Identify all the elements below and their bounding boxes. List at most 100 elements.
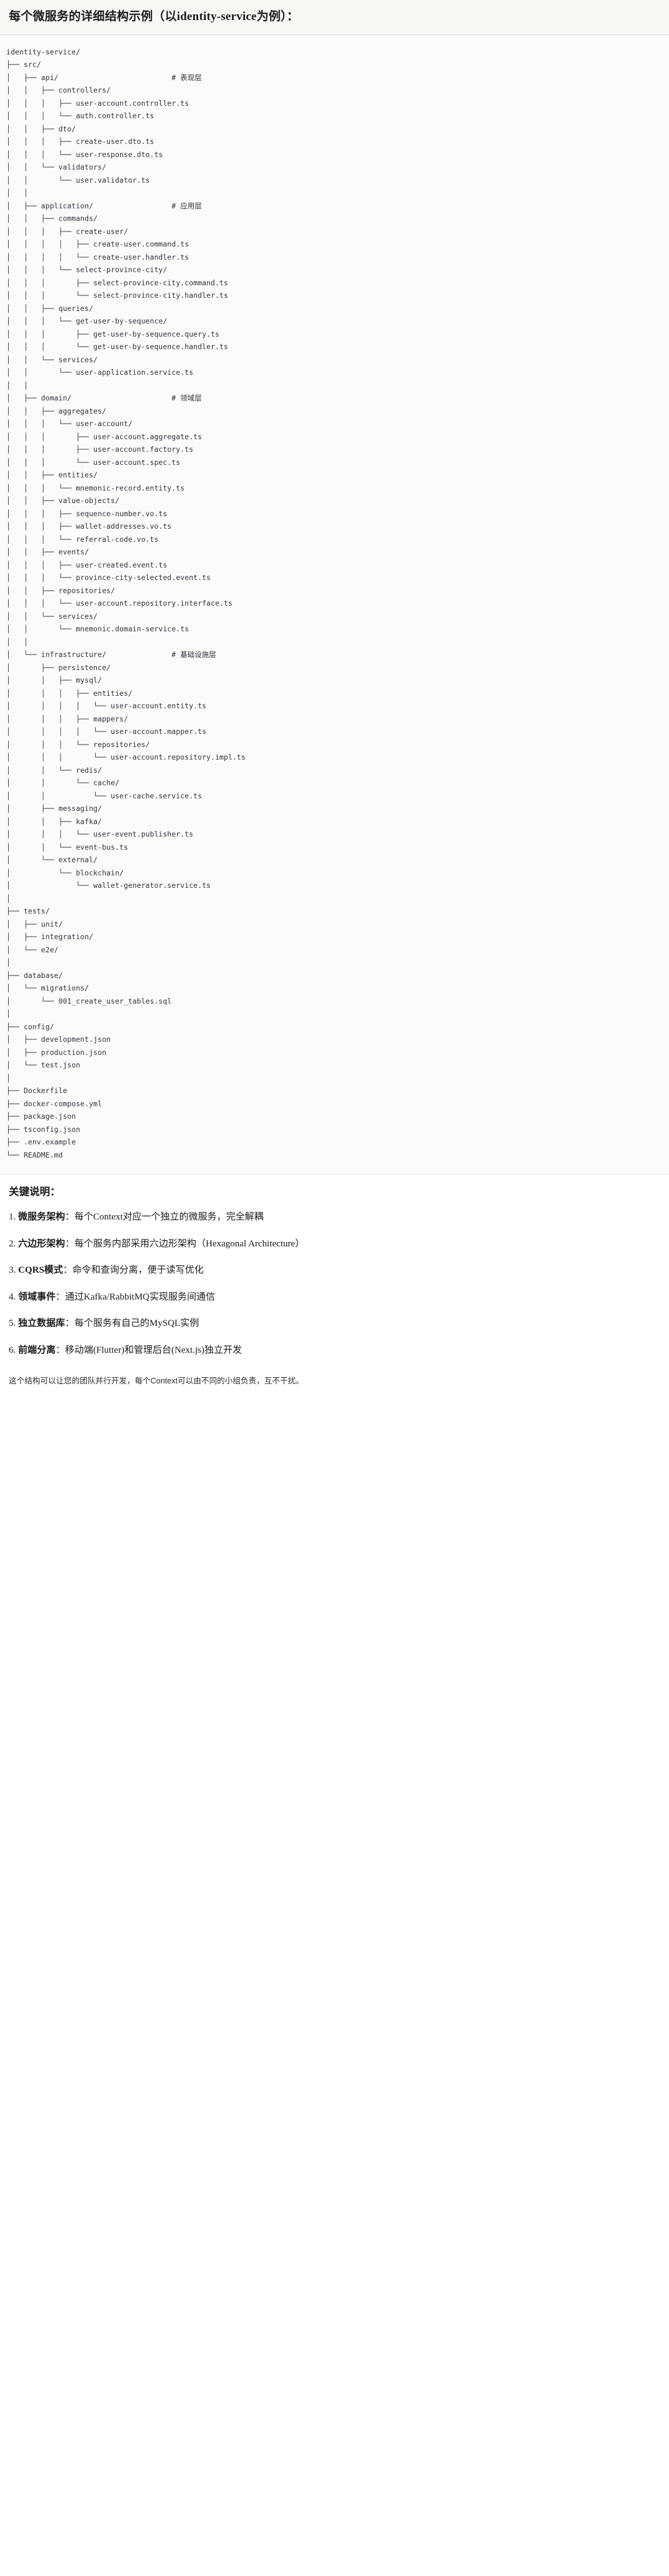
tree-line: │ │ ├── entities/ (6, 471, 98, 480)
tree-line: │ ├── api/ # 表现层 (6, 73, 202, 82)
note-term: 微服务架构 (18, 1212, 66, 1223)
tree-line: │ │ ├── dto/ (6, 124, 76, 133)
tree-line: │ │ └── user.validator.ts (6, 175, 150, 185)
tree-line: │ │ │ ├── wallet-addresses.vo.ts (6, 522, 172, 531)
tree-line: │ │ │ └── select-province-city/ (6, 265, 168, 275)
page-title: 每个微服务的详细结构示例（以identity-service为例）： (9, 10, 299, 23)
note-description: 命令和查询分离，便于读写优化 (72, 1265, 204, 1276)
tree-line: │ │ ├── queries/ (6, 303, 94, 313)
tree-line: │ ├── messaging/ (6, 804, 103, 813)
tree-line: │ │ │ ├── get-user-by-sequence.query.ts (6, 329, 219, 339)
tree-line: │ └── e2e/ (6, 945, 59, 954)
tree-line: │ └── 001_create_user_tables.sql (6, 996, 172, 1005)
tree-line: │ ├── production.json (6, 1047, 107, 1057)
tree-line: identity-service/ (6, 47, 81, 56)
tree-line: │ │ └── event-bus.ts (6, 842, 128, 852)
tree-line: │ │ └── user-application.service.ts (6, 368, 194, 377)
tree-line: ├── src/ (6, 60, 41, 69)
note-description: 移动端(Flutter)和管理后台(Next.js)独立开发 (65, 1345, 242, 1355)
tree-line: │ │ └── user-cache.service.ts (6, 791, 203, 800)
tree-line: │ └── external/ (6, 855, 98, 865)
note-number: 1. (9, 1212, 16, 1223)
note-number: 6. (9, 1345, 16, 1355)
tree-line: │ │ │ └── select-province-city.handler.t… (6, 291, 228, 300)
tree-line: │ │ │ └── province-city-selected.event.t… (6, 573, 211, 583)
tree-line: │ │ └── mnemonic.domain-service.ts (6, 624, 189, 634)
note-separator: ： (65, 1318, 75, 1329)
tree-line: │ ├── development.json (6, 1035, 111, 1044)
tree-line: │ │ │ ├── user-created.event.ts (6, 560, 168, 569)
tree-line: │ │ │ ├── entities/ (6, 688, 133, 698)
tree-line: │ └── wallet-generator.service.ts (6, 881, 211, 890)
tree-line: │ │ │ └── mnemonic-record.entity.ts (6, 483, 185, 492)
document-page: 每个微服务的详细结构示例（以identity-service为例）： ident… (0, 0, 669, 1398)
tree-line: │ │ ├── repositories/ (6, 586, 115, 595)
key-notes-heading: 关键说明： (9, 1186, 61, 1198)
key-note-item: 3. CQRS模式：命令和查询分离，便于读写优化 (9, 1263, 660, 1278)
key-note-item: 2. 六边形架构：每个服务内部采用六边形架构（Hexagonal Archite… (9, 1237, 660, 1251)
note-description: 每个服务内部采用六边形架构（Hexagonal Architecture） (74, 1238, 304, 1249)
tree-line: │ └── migrations/ (6, 984, 89, 993)
tree-line: │ ├── domain/ # 领域层 (6, 394, 202, 403)
tree-line: │ │ │ └── user-account.repository.impl.t… (6, 753, 246, 762)
tree-line: │ (6, 1009, 11, 1019)
directory-tree: identity-service/ ├── src/ │ ├── api/ # 表现… (6, 46, 669, 1162)
tree-line: │ │ │ ├── user-account.factory.ts (6, 445, 194, 454)
note-number: 5. (9, 1318, 16, 1329)
tree-line: ├── tsconfig.json (6, 1124, 81, 1134)
tree-line: │ │ └── cache/ (6, 778, 119, 788)
tree-line: │ │ │ └── get-user-by-sequence/ (6, 317, 168, 326)
note-separator: ： (63, 1265, 73, 1276)
tree-line: │ │ │ │ ├── create-user.command.ts (6, 240, 189, 249)
note-separator: ： (65, 1238, 75, 1249)
note-number: 2. (9, 1238, 16, 1249)
tree-line: │ │ └── services/ (6, 611, 98, 621)
footer-note: 这个结构可以让您的团队并行开发，每个Context可以由不同的小组负责，互不干扰… (0, 1373, 669, 1398)
tree-line: │ ├── application/ # 应用层 (6, 201, 202, 210)
directory-tree-code-block: identity-service/ ├── src/ │ ├── api/ # 表现… (0, 34, 669, 1175)
note-description: 通过Kafka/RabbitMQ实现服务间通信 (65, 1291, 216, 1302)
tree-line: ├── .env.example (6, 1138, 76, 1147)
tree-line: │ │ └── validators/ (6, 163, 107, 172)
tree-line: │ ├── persistence/ (6, 663, 111, 672)
note-term: 前端分离 (18, 1345, 56, 1355)
tree-line: │ │ ├── events/ (6, 547, 89, 557)
note-separator: ： (65, 1212, 75, 1223)
tree-line: │ │ └── services/ (6, 355, 98, 364)
tree-line: │ │ │ │ └── user-account.entity.ts (6, 701, 207, 711)
tree-line: │ │ ├── kafka/ (6, 817, 103, 826)
tree-line: │ │ ├── mysql/ (6, 676, 103, 685)
tree-line: │ │ │ └── auth.controller.ts (6, 111, 154, 121)
tree-line: │ │ │ │ └── create-user.handler.ts (6, 252, 189, 262)
note-term: CQRS模式 (18, 1265, 63, 1276)
tree-line: │ │ │ └── repositories/ (6, 740, 150, 749)
tree-line: │ │ ├── aggregates/ (6, 406, 107, 415)
tree-line: │ ├── integration/ (6, 932, 94, 942)
tree-line: │ │ │ ├── mappers/ (6, 714, 128, 723)
key-note-item: 6. 前端分离：移动端(Flutter)和管理后台(Next.js)独立开发 (9, 1343, 660, 1358)
tree-line: │ (6, 1073, 11, 1082)
key-note-item: 4. 领域事件：通过Kafka/RabbitMQ实现服务间通信 (9, 1290, 660, 1305)
note-number: 4. (9, 1291, 16, 1302)
tree-line: │ │ │ └── user-response.dto.ts (6, 150, 163, 159)
key-note-item: 5. 独立数据库：每个服务有自己的MySQL实例 (9, 1316, 660, 1331)
tree-line: │ │ │ ├── select-province-city.command.t… (6, 278, 228, 287)
tree-line: └── README.md (6, 1150, 63, 1159)
tree-line: │ │ │ ├── user-account.controller.ts (6, 98, 189, 108)
tree-line: │ └── test.json (6, 1061, 81, 1070)
tree-line: │ (6, 958, 11, 967)
key-note-item: 1. 微服务架构：每个Context对应一个独立的微服务，完全解耦 (9, 1210, 660, 1224)
tree-line: │ │ │ ├── create-user/ (6, 227, 128, 236)
note-term: 领域事件 (18, 1291, 56, 1302)
tree-line: │ ├── unit/ (6, 919, 63, 929)
tree-line: ├── tests/ (6, 907, 50, 916)
tree-line: │ │ │ └── get-user-by-sequence.handler.t… (6, 342, 228, 352)
tree-line: ├── Dockerfile (6, 1086, 68, 1096)
note-separator: ： (56, 1345, 66, 1355)
tree-line: │ │ ├── value-objects/ (6, 496, 119, 506)
tree-line: ├── package.json (6, 1112, 76, 1121)
tree-line: │ │ │ └── user-account.repository.interf… (6, 599, 233, 608)
tree-line: │ └── blockchain/ (6, 868, 124, 877)
tree-line: │ └── infrastructure/ # 基础设施层 (6, 650, 216, 659)
tree-line: │ │ │ └── user-account.spec.ts (6, 457, 181, 467)
